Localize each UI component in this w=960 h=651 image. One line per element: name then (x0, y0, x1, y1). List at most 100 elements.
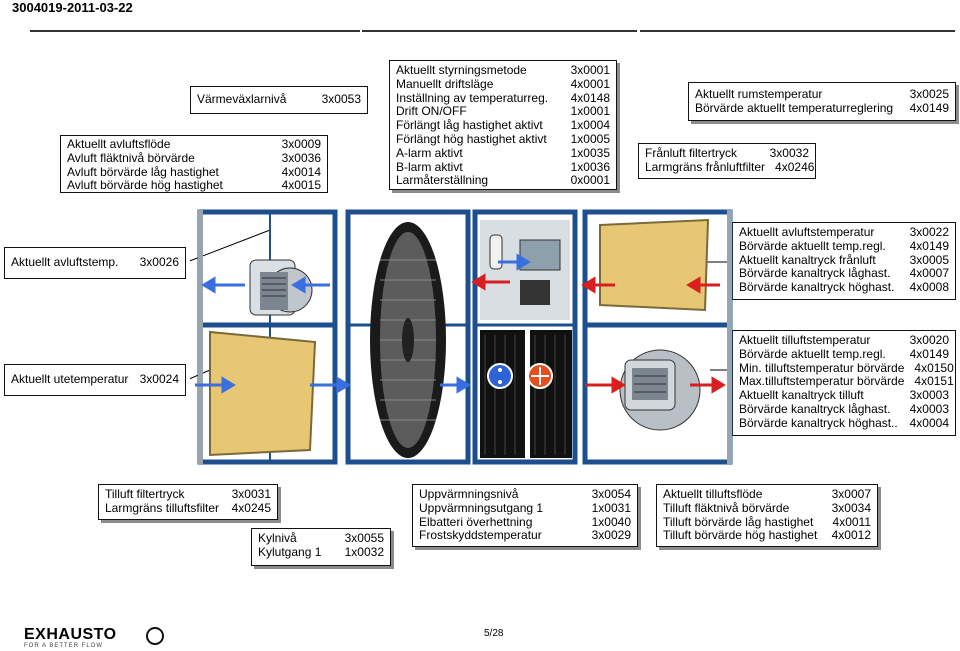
parameter-label: Aktuellt kanaltryck frånluft (739, 252, 876, 267)
parameter-label: Uppvärmningsutgang 1 (419, 500, 544, 515)
parameter-label: Kylnivå (258, 531, 297, 545)
register-code: 4x0007 (909, 266, 949, 281)
parameter-label: Avluft fläktnivå börvärde (67, 150, 195, 165)
register-code: 1x0005 (570, 131, 610, 146)
parameter-label: Aktuellt rumstemperatur (695, 87, 823, 101)
parameter-label: Larmgräns frånluftfilter (645, 159, 766, 174)
parameter-row: Börvärde kanaltryck låghast. 4x0007 (739, 267, 949, 281)
parameter-label: Börvärde aktuellt temp.regl. (739, 346, 886, 361)
parameter-label: Larmgräns tilluftsfilter (105, 500, 220, 515)
parameter-label: Värmeväxlarnivå (197, 92, 287, 106)
parameter-label: Elbatteri överhettning (419, 514, 533, 529)
parameter-label: Börvärde kanaltryck höghast. (739, 280, 895, 295)
parameter-label: Frånluft filtertryck (645, 146, 738, 160)
airflow-arrows (195, 253, 726, 394)
register-code: 4x0012 (831, 528, 871, 543)
parameter-row: Aktuellt rumstemperatur 3x0025 (695, 87, 949, 102)
parameter-row: Börvärde aktuellt temperaturreglering 4x0… (695, 100, 949, 116)
parameter-label: Tilluft fläktnivå börvärde (663, 500, 790, 515)
register-code: 4x0246 (775, 159, 815, 174)
heating-coil (530, 330, 572, 458)
register-code: 3x0024 (139, 372, 179, 386)
cooling-coil (480, 330, 525, 458)
brand-mark-icon (146, 627, 164, 645)
parameter-label: Tilluft börvärde låg hastighet (663, 514, 814, 529)
register-code: 4x0003 (909, 401, 949, 416)
register-code: 3x0007 (831, 487, 871, 501)
outdoor-filter (209, 330, 317, 457)
register-code: 1x0001 (570, 104, 610, 119)
parameter-row: Avluft fläktnivå börvärde 3x0036 (67, 150, 321, 166)
page-number: 5/28 (484, 628, 504, 639)
rotary-wheel (370, 222, 446, 458)
register-code: 3x0025 (909, 87, 949, 101)
parameter-label: Avluft börvärde hög hastighet (67, 178, 223, 193)
register-code: 4x0149 (909, 100, 949, 115)
parameter-label: Aktuellt styrningsmetode (396, 63, 527, 77)
register-code: 1x0031 (591, 500, 631, 515)
parameter-row: Börvärde aktuellt temp.regl.4x0149 (739, 346, 949, 362)
exhaust-temp-box: Aktuellt avluftstemp.3x0026 (4, 247, 186, 279)
register-code: 3x0029 (591, 528, 631, 543)
parameter-label: Aktuellt utetemperatur (11, 372, 129, 386)
controls-frame (472, 209, 578, 465)
parameter-row: Inställning av temperaturreg.4x0148 (396, 91, 610, 106)
parameter-label: Uppvärmningsnivå (419, 487, 519, 501)
document-id: 3004019-2011-03-22 (12, 0, 133, 15)
register-code: 3x0009 (281, 137, 321, 151)
parameter-label: Förlängt låg hastighet aktivt (396, 118, 543, 133)
header-rule (362, 30, 637, 32)
register-code: 4x0150 (914, 360, 954, 375)
parameter-row: Drift ON/OFF 1x0001 (396, 105, 610, 119)
parameter-label: Frostskyddstemperatur (419, 528, 542, 543)
right-module-frame (582, 209, 733, 465)
heat-exchanger-box: Värmeväxlarnivå 3x0053 (190, 86, 368, 114)
parameter-row: Frostskyddstemperatur 3x0029 (419, 529, 631, 543)
register-code: 3x0053 (321, 92, 361, 106)
register-code: 3x0005 (909, 252, 949, 267)
register-code: 4x0008 (909, 280, 949, 295)
parameter-label: Avluft börvärde låg hastighet (67, 164, 219, 179)
parameter-label: Börvärde kanaltryck låghast. (739, 266, 891, 281)
parameter-row: Aktuellt styrningsmetode 3x0001 (396, 63, 610, 78)
parameter-row: Aktuellt avluftstemp.3x0026 (11, 255, 179, 270)
parameter-label: Drift ON/OFF (396, 104, 467, 119)
parameter-row: Aktuellt avluftsflöde 3x0009 (67, 137, 321, 152)
register-code: 4x0151 (914, 374, 954, 389)
parameter-label: Börvärde kanaltryck höghast.. (739, 415, 898, 430)
register-code: 1x0004 (570, 118, 610, 133)
brand-logo: EXHAUSTO (24, 626, 117, 643)
register-code: 3x0054 (591, 487, 631, 501)
supply-fan (619, 349, 701, 431)
register-code: 4x0015 (281, 178, 321, 193)
parameter-row: Börvärde aktuellt temp.regl.4x0149 (739, 239, 949, 254)
parameter-row: Börvärde kanaltryck höghast. 4x0008 (739, 280, 949, 295)
register-code: 4x0001 (570, 76, 610, 91)
register-code: 3x0001 (570, 63, 610, 77)
parameter-label: Börvärde aktuellt temperaturreglering (695, 100, 894, 115)
register-code: 3x0036 (281, 150, 321, 165)
cooling-symbol-icon (487, 363, 513, 389)
parameter-label: Aktuellt avluftsflöde (67, 137, 171, 151)
parameter-label: B-larm aktivt (396, 159, 463, 174)
